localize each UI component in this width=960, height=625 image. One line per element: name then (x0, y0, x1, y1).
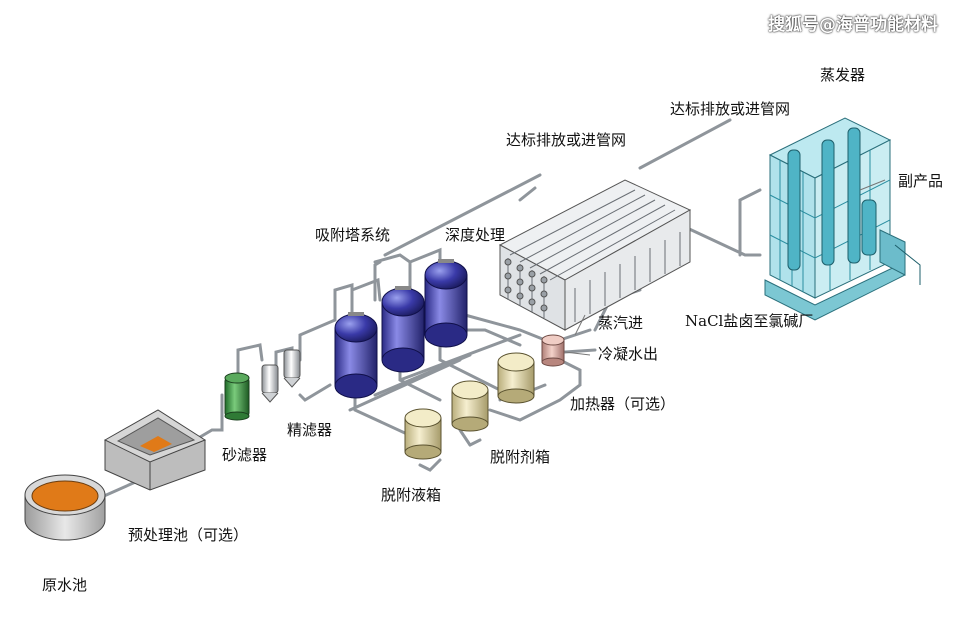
label-steam-in: 蒸汽进 (598, 314, 644, 332)
raw-water-pool (24, 474, 106, 541)
label-condensate-out: 冷凝水出 (598, 345, 659, 363)
label-byproduct: 副产品 (898, 172, 944, 190)
pretreatment-pool (103, 409, 207, 491)
label-desorbent-tank: 脱附剂箱 (490, 448, 551, 466)
precision-filters (261, 349, 301, 403)
label-desorption-liquid-tank: 脱附液箱 (381, 486, 442, 504)
label-discharge-1: 达标排放或进管网 (506, 131, 627, 149)
pipe-network (93, 118, 762, 502)
evaporator-unit (764, 117, 921, 321)
label-sand-filter: 砂滤器 (222, 446, 268, 464)
label-precision-filter: 精滤器 (287, 421, 333, 439)
label-deep-treatment: 深度处理 (445, 226, 506, 244)
desorbent-tank-1 (451, 380, 489, 432)
desorbent-tank-2 (497, 352, 535, 404)
label-discharge-2: 达标排放或进管网 (670, 100, 791, 118)
heater (541, 334, 565, 367)
label-brine-to-chlor-alkali: NaCl盐卤至氯碱厂 (685, 312, 814, 330)
storage-tanks (404, 352, 535, 460)
label-leaders (564, 179, 886, 356)
adsorption-tower-2 (381, 286, 425, 373)
adsorption-towers (334, 259, 468, 399)
label-pretreatment-pool: 预处理池（可选） (128, 526, 249, 544)
label-raw-water-pool: 原水池 (42, 576, 88, 594)
deep-treatment-skid (498, 179, 692, 331)
label-heater-optional: 加热器（可选） (570, 395, 676, 413)
desorption-liquid-tank (404, 408, 442, 460)
label-adsorption-tower-system: 吸附塔系统 (315, 226, 391, 244)
sand-filter (224, 372, 250, 421)
adsorption-tower-1 (334, 312, 378, 399)
label-evaporator: 蒸发器 (820, 66, 866, 84)
watermark: 搜狐号@海普功能材料 (768, 15, 938, 35)
adsorption-tower-3 (424, 259, 468, 348)
